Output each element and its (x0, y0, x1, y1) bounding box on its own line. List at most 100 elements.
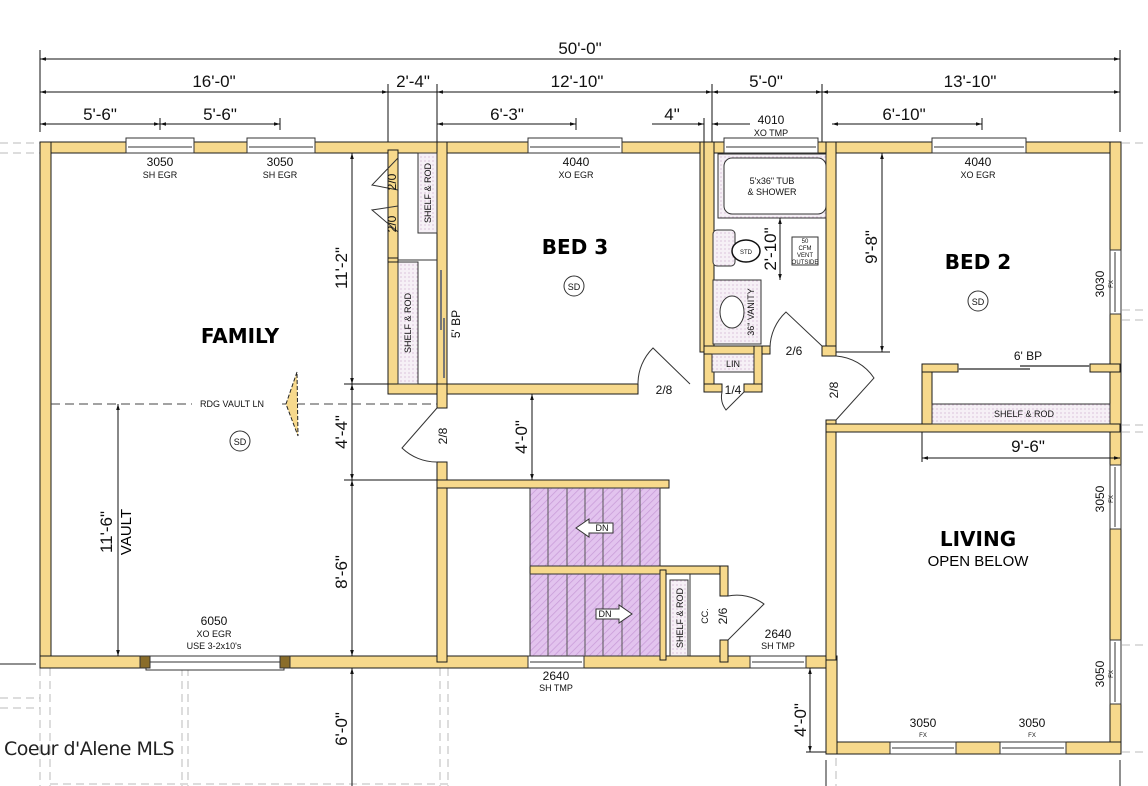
window-size-label: 6050 (201, 614, 228, 628)
door-label: 2/8 (656, 383, 673, 397)
bypass-label: 5' BP (449, 310, 463, 338)
dim-bath: 2'-10" (761, 227, 780, 270)
window-size-label: 4010 (758, 113, 785, 127)
window-labels: 3050 SH EGR 3050 SH EGR 4040 XO EGR 4010… (143, 113, 1115, 739)
dim-6-10: 6'-10" (882, 105, 925, 124)
dim-6-3: 6'-3" (490, 105, 524, 124)
window-size-label: 3030 (1093, 270, 1107, 297)
stair-arrow-right-icon (595, 604, 633, 624)
dim-lower: 8'-6" (332, 555, 351, 589)
window-size-label: 3050 (910, 716, 937, 730)
watermark: Coeur d'Alene MLS (4, 738, 175, 760)
closets: SHELF & ROD SHELF & ROD 5' BP SHELF & RO… (387, 152, 1111, 657)
toilet-icon (731, 239, 761, 263)
dim-4in: 4" (664, 105, 680, 124)
window-type-label: FX (1109, 280, 1115, 288)
dim-family-upper: 11'-2" (332, 247, 351, 289)
context-dashed-lines (0, 142, 1148, 786)
window-type-label: SH TMP (761, 641, 795, 651)
vent-box (791, 236, 819, 266)
window-size-label: 3050 (147, 155, 174, 169)
sink-icon (719, 295, 745, 329)
window-type-label: XO EGR (558, 170, 594, 180)
window-type-label: FX (1028, 733, 1036, 739)
door-label: 2/6 (786, 344, 803, 358)
window-size-label: 3050 (1093, 660, 1107, 687)
window-size-label: 4040 (965, 155, 992, 169)
door-label: 1/4 (725, 383, 742, 397)
window-type-label: SH TMP (539, 683, 573, 693)
stairs: DN DN (529, 487, 661, 657)
doors: 2/0 2/0 2/8 2/6 1/4 2/8 2/8 2/6 (370, 157, 875, 641)
smoke-detector-label: SD (972, 297, 985, 307)
smoke-detector-label: SD (234, 437, 247, 447)
window-size-label: 3050 (267, 155, 294, 169)
window-type-label: SH EGR (143, 170, 178, 180)
living-sub-label: OPEN BELOW (928, 553, 1030, 570)
dim-5-6-a: 5'-6" (83, 105, 117, 124)
window-size-label: 3050 (1019, 716, 1046, 730)
door-label: 2/8 (436, 427, 450, 444)
smoke-detector-icon (563, 275, 585, 297)
door-label: 2/0 (385, 173, 399, 190)
dim-jog: 4'-0" (791, 703, 810, 737)
window-type-label: XO EGR (960, 170, 996, 180)
ridge-vault-line: RDG VAULT LN (51, 371, 437, 437)
window-type-label: FX (919, 733, 927, 739)
room-family-label: FAMILY (201, 324, 280, 348)
room-bed3-label: BED 3 (542, 235, 608, 259)
vault-symbol-icon (285, 371, 299, 437)
vent-label: CFM (799, 246, 812, 252)
window-type-label: FX (1109, 670, 1115, 678)
dim-5-6-b: 5'-6" (203, 105, 237, 124)
vanity-label: 36" VANITY (746, 288, 756, 336)
dim-hall2: 4'-0" (512, 420, 531, 454)
shelf-rod-label: SHELF & ROD (675, 587, 685, 648)
window-size-label: 2640 (543, 669, 570, 683)
window-note-label: USE 3-2x10's (187, 641, 242, 651)
vault-label: VAULT (118, 509, 135, 555)
smoke-detector-icon (229, 430, 251, 452)
linen-label: LIN (726, 359, 740, 369)
window-size-label: 4040 (563, 155, 590, 169)
dim-hall: 4'-4" (332, 415, 351, 449)
smoke-detector-label: SD (568, 282, 581, 292)
room-living-label: LIVING (940, 527, 1016, 551)
tub-label-2: & SHOWER (747, 187, 797, 197)
bypass-label: 6' BP (1014, 349, 1042, 363)
vent-label: 50 (802, 239, 809, 245)
room-bed2-label: BED 2 (945, 250, 1011, 274)
stair-arrow-left-icon (575, 518, 614, 538)
dim-13-10: 13'-10" (944, 72, 997, 91)
vent-label: VENT (797, 253, 813, 259)
bathroom: 5'x36" TUB & SHOWER STD 36" VANITY 50 CF… (712, 153, 827, 345)
dim-vault: 11'-6" (97, 511, 116, 553)
room-labels: FAMILY SD BED 3 SD BED 2 SD LIVING OPEN … (201, 235, 1029, 570)
toilet-label: STD (740, 250, 753, 256)
coat-closet-label: CC. (700, 608, 710, 624)
shelf-rod-label: SHELF & ROD (403, 292, 413, 353)
top-dimensions: 50'-0" 16'-0" 2'-4" 12'-10" 5'-0" 13'-10… (39, 39, 1121, 150)
interior-dimensions: 11'-2" 4'-4" 8'-6" 6'-0" 4'-0" 9'-8" 9'-… (97, 153, 1120, 786)
window-type-label: XO EGR (196, 629, 232, 639)
dim-outside: 6'-0" (332, 712, 351, 746)
dim-overall: 50'-0" (558, 39, 601, 58)
smoke-detector-icon (967, 290, 989, 312)
tub-label: 5'x36" TUB (750, 176, 795, 186)
window-type-label: XO TMP (754, 128, 788, 138)
window-type-label: FX (1109, 495, 1115, 503)
stair-dn-label: DN (596, 523, 609, 533)
shelf-rod-label: SHELF & ROD (994, 409, 1055, 419)
door-label: 2/6 (716, 607, 730, 624)
vent-label: OUTSIDE (792, 260, 819, 266)
dim-16-0: 16'-0" (192, 72, 235, 91)
ridge-label: RDG VAULT LN (200, 399, 264, 409)
window-type-label: SH EGR (263, 170, 298, 180)
dim-bed2: 9'-8" (862, 230, 881, 264)
door-label: 2/0 (385, 215, 399, 232)
door-label: 2/8 (827, 381, 841, 398)
window-size-label: 3050 (1093, 485, 1107, 512)
shelf-rod-label: SHELF & ROD (423, 162, 433, 223)
window-size-label: 2640 (765, 627, 792, 641)
